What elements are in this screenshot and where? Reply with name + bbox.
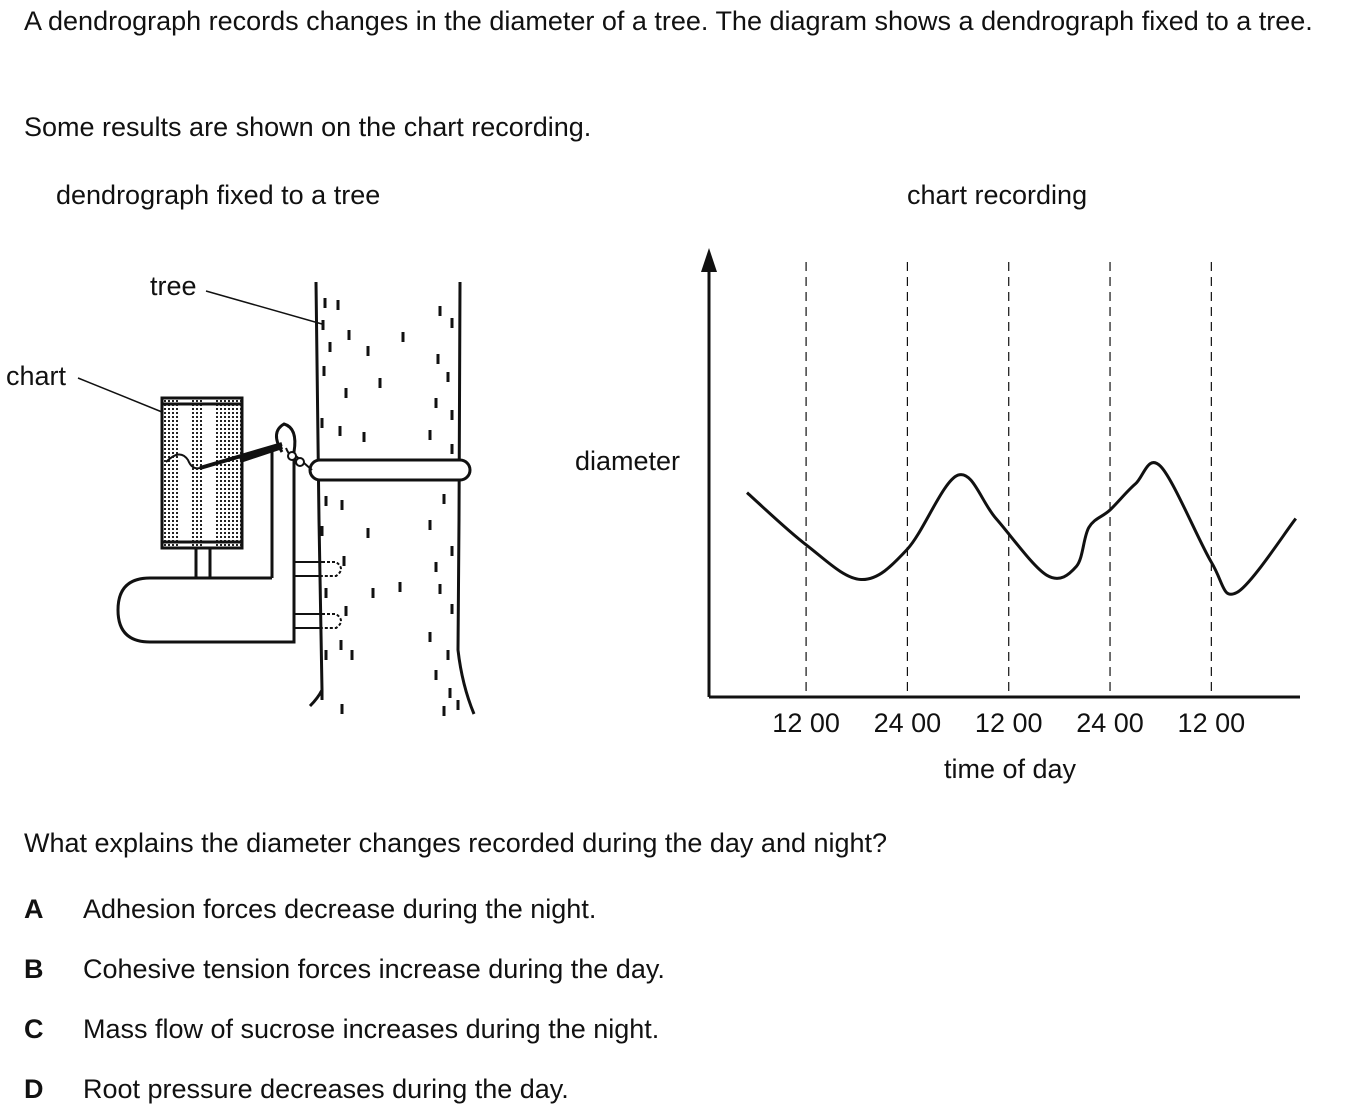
drum-stand <box>194 548 212 578</box>
trunk-band <box>308 458 472 482</box>
option-letter: B <box>24 954 44 984</box>
chart-figure-title: chart recording <box>907 180 1088 210</box>
chart-series-line <box>746 461 1297 596</box>
lever-arm <box>199 422 313 471</box>
chart-gridlines <box>805 262 1212 697</box>
tree-leader-line <box>205 290 323 325</box>
option-text: Mass flow of sucrose increases during th… <box>83 1014 660 1044</box>
support-bracket <box>116 452 296 644</box>
y-axis-label: diameter <box>575 446 680 476</box>
x-tick-labels: 12 00 24 00 12 00 24 00 12 00 <box>772 708 1245 738</box>
x-tick-label: 24 00 <box>874 708 942 738</box>
intro-text: A dendrograph records changes in the dia… <box>24 6 1313 36</box>
y-axis-arrowhead <box>701 248 717 272</box>
option-letter: D <box>24 1074 44 1104</box>
option-text: Cohesive tension forces increase during … <box>83 954 665 984</box>
option-letter: A <box>24 894 44 924</box>
option-text: Root pressure decreases during the day. <box>83 1074 569 1104</box>
trunk-bolts <box>294 561 342 629</box>
dendrograph-illustration <box>77 281 476 716</box>
x-tick-label: 12 00 <box>1178 708 1246 738</box>
tree-trunk <box>308 281 476 716</box>
option-letter: C <box>24 1014 44 1044</box>
chart-label: chart <box>6 361 67 391</box>
tree-label: tree <box>150 271 197 301</box>
x-tick-label: 12 00 <box>772 708 840 738</box>
x-tick-label: 12 00 <box>975 708 1043 738</box>
x-axis-label: time of day <box>944 754 1077 784</box>
x-tick-label: 24 00 <box>1076 708 1144 738</box>
bark-texture <box>320 298 460 716</box>
dendrograph-figure-title: dendrograph fixed to a tree <box>56 180 381 210</box>
chart-drum <box>160 396 244 550</box>
question-text: What explains the diameter changes recor… <box>24 828 888 858</box>
chart-leader-line <box>77 377 163 413</box>
results-text: Some results are shown on the chart reco… <box>24 112 592 142</box>
option-text: Adhesion forces decrease during the nigh… <box>83 894 597 924</box>
chart-recording: 12 00 24 00 12 00 24 00 12 00 diameter time … <box>575 248 1300 784</box>
